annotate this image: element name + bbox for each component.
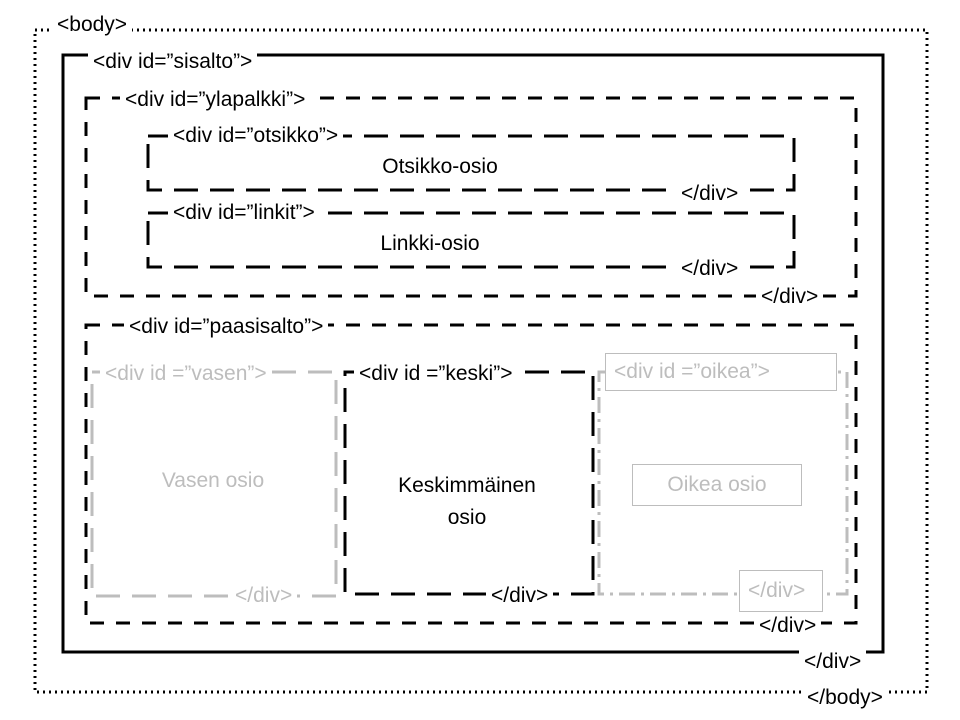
paasisalto-open-tag: <div id=”paasisalto”>: [124, 315, 329, 339]
ylapalkki-close-tag: </div>: [756, 285, 824, 309]
keski-open-tag: <div id =”keski”>: [354, 362, 518, 386]
otsikko-section-text: Otsikko-osio: [382, 155, 498, 178]
keski-section-text: Keskimmäinen osio: [398, 474, 536, 529]
keski-close-tag: </div>: [486, 584, 554, 608]
linkit-close-tag: </div>: [676, 257, 744, 281]
ylapalkki-open-tag: <div id=”ylapalkki”>: [120, 88, 311, 112]
sisalto-open-tag: <div id=”sisalto”>: [88, 50, 258, 74]
oikea-close-tag: </div>: [739, 570, 823, 612]
oikea-section-text: Oikea osio: [632, 464, 802, 506]
body-close-tag: </body>: [802, 686, 888, 710]
sisalto-close-tag: </div>: [799, 650, 867, 674]
linkit-box: [146, 211, 796, 269]
vasen-open-tag: <div id =”vasen”>: [100, 362, 272, 386]
ylapalkki-box: [84, 96, 858, 298]
body-box: [33, 28, 929, 694]
otsikko-box: [146, 134, 796, 192]
otsikko-open-tag: <div id=”otsikko”>: [168, 124, 344, 148]
oikea-open-tag: <div id =”oikea”>: [605, 353, 837, 391]
sisalto-box: [61, 53, 885, 654]
vasen-close-tag: </div>: [230, 584, 298, 608]
body-open-tag: <body>: [52, 13, 133, 37]
paasisalto-box: [84, 323, 858, 625]
paasisalto-close-tag: </div>: [754, 614, 822, 638]
vasen-section-text: Vasen osio: [161, 469, 265, 492]
linkit-open-tag: <div id=”linkit”>: [168, 201, 320, 225]
otsikko-close-tag: </div>: [676, 182, 744, 206]
linkit-section-text: Linkki-osio: [380, 232, 480, 255]
